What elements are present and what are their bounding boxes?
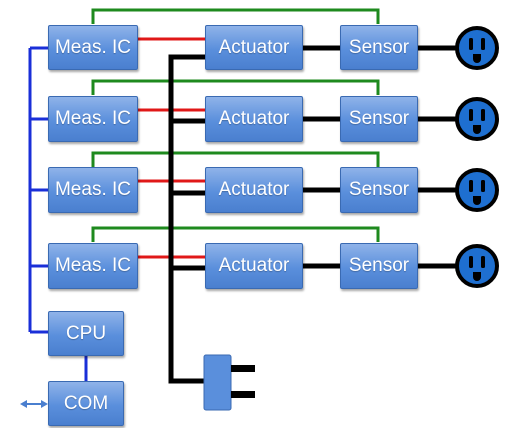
outlet-icon <box>455 244 499 288</box>
meas-ic-label: Meas. IC <box>54 255 132 276</box>
feedback-wire-1 <box>91 8 380 24</box>
sensor-label: Sensor <box>348 36 410 58</box>
sensor-label: Sensor <box>348 108 410 129</box>
feedback-wire-4 <box>91 226 380 242</box>
actuator-label: Actuator <box>218 108 290 129</box>
feedback-wire-2 <box>91 79 380 95</box>
cpu-label: CPU <box>65 322 107 344</box>
com-box: COM <box>48 381 124 426</box>
power-wiring <box>168 45 458 384</box>
power-plug-icon <box>203 354 255 411</box>
actuator-box: Actuator <box>205 243 303 289</box>
sensor-label: Sensor <box>348 255 410 276</box>
sensor-label: Sensor <box>348 179 410 200</box>
com-label: COM <box>63 392 109 414</box>
sensor-box: Sensor <box>340 243 418 289</box>
sensor-box: Sensor <box>340 167 418 213</box>
actuator-label: Actuator <box>218 36 290 58</box>
actuator-box: Actuator <box>205 25 303 70</box>
meas-ic-box: Meas. IC <box>48 96 138 142</box>
meas-ic-box: Meas. IC <box>48 243 138 289</box>
actuator-label: Actuator <box>218 255 290 276</box>
meas-ic-label: Meas. IC <box>54 108 132 129</box>
external-comm-arrow-icon <box>20 400 48 408</box>
actuator-box: Actuator <box>205 96 303 142</box>
actuator-box: Actuator <box>205 167 303 213</box>
feedback-wire-3 <box>91 151 380 167</box>
outlet-icon <box>455 97 499 141</box>
cpu-box: CPU <box>48 311 124 356</box>
feedback-wires <box>91 8 380 242</box>
mains-trunk <box>168 54 205 384</box>
communication-bus <box>28 46 88 381</box>
meas-ic-box: Meas. IC <box>48 25 138 70</box>
sensor-box: Sensor <box>340 25 418 70</box>
meas-ic-box: Meas. IC <box>48 167 138 213</box>
meas-ic-label: Meas. IC <box>54 179 132 200</box>
sensor-box: Sensor <box>340 96 418 142</box>
outlet-icon <box>455 168 499 212</box>
actuator-label: Actuator <box>218 179 290 200</box>
outlet-icon <box>455 26 499 70</box>
meas-ic-label: Meas. IC <box>54 36 132 58</box>
